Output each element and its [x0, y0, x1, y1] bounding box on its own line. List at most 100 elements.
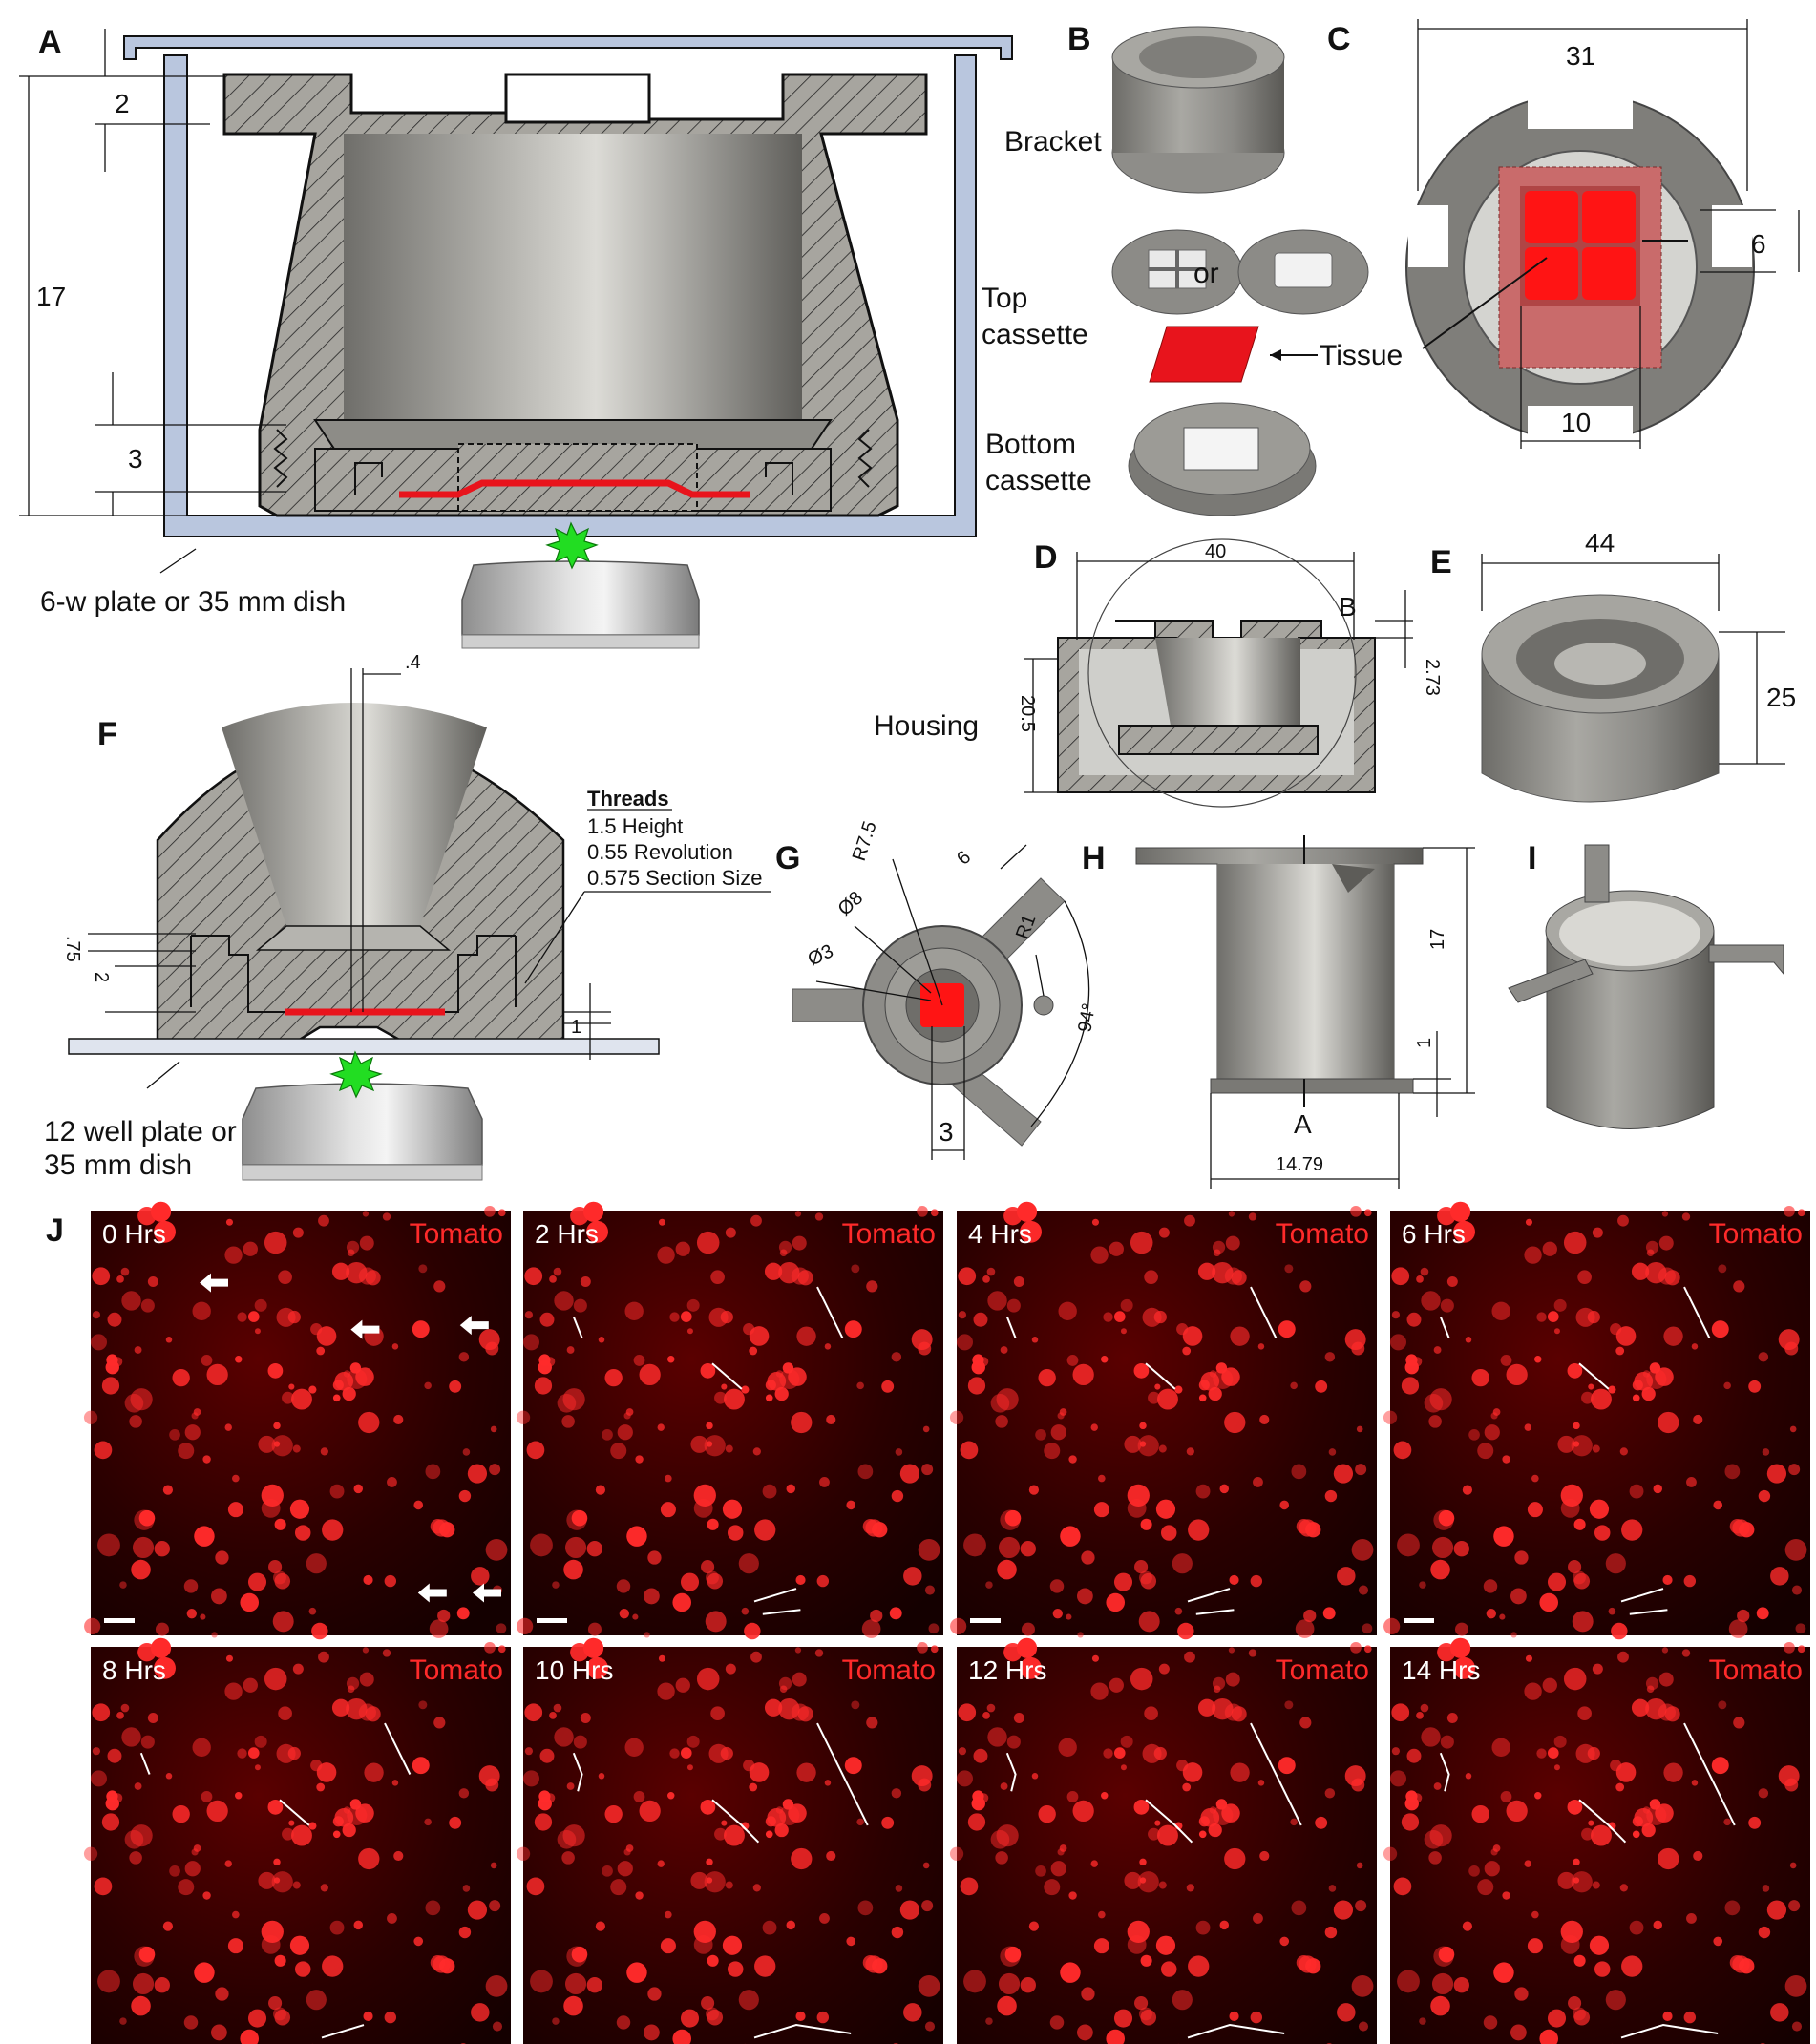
- fluorescent-cell: [794, 1647, 802, 1654]
- fluorescent-cell: [1177, 1622, 1194, 1640]
- fluorescent-cell: [956, 1334, 974, 1351]
- fluorescent-cell: [1259, 1850, 1270, 1862]
- fluorescent-cell: [985, 2017, 993, 2025]
- fluorescent-cell: [1044, 1879, 1061, 1896]
- fluorescent-cell: [1728, 1619, 1748, 1638]
- fluorescent-cell: [1224, 1411, 1246, 1434]
- holder-bore: [344, 134, 802, 420]
- fluorescent-cell: [235, 1356, 243, 1363]
- fluorescent-cell: [1591, 1388, 1612, 1410]
- fluorescent-cell: [1424, 1829, 1444, 1849]
- fluorescent-cell: [254, 1328, 261, 1335]
- fluorescent-cell: [467, 1464, 488, 1484]
- fluorescent-cell: [264, 1667, 287, 1691]
- fluorescent-cell: [194, 1962, 215, 1983]
- fluorescent-cell: [458, 1352, 470, 1362]
- panel-i-label: I: [1528, 840, 1536, 876]
- label-bracket: Bracket: [1004, 126, 1102, 158]
- fluorescent-cell: [1052, 1609, 1063, 1619]
- fluorescent-cell: [752, 1884, 761, 1892]
- fluorescent-cell: [1160, 1525, 1177, 1541]
- fluorescent-cell: [738, 1990, 759, 2011]
- dim-e-44: 44: [1585, 528, 1615, 558]
- fluorescent-cell: [496, 1623, 507, 1634]
- fluorescent-cell: [1391, 1703, 1410, 1722]
- fluorescent-cell: [1486, 1609, 1496, 1619]
- fluorescent-cell: [1789, 1862, 1797, 1869]
- fluorescent-cell: [950, 1617, 967, 1635]
- fluorescent-cell: [1279, 1936, 1290, 1947]
- fluorescent-cell: [1278, 1757, 1296, 1775]
- fluorescent-cell: [124, 1393, 144, 1413]
- fluorescent-cell: [206, 1800, 228, 1823]
- fluorescent-cell: [1573, 1954, 1586, 1967]
- fluorescent-cell: [132, 1972, 155, 1995]
- fluorescent-cell: [1433, 1346, 1442, 1354]
- fluorescent-cell: [433, 1519, 451, 1537]
- fluorescent-cell: [1572, 1611, 1594, 1633]
- fluorescent-cell: [458, 1926, 472, 1939]
- fluorescent-cell: [1762, 1885, 1770, 1892]
- fluorescent-cell: [1137, 1435, 1159, 1457]
- fluorescent-cell: [1355, 1900, 1367, 1912]
- fluorescent-cell: [1155, 1499, 1176, 1519]
- fluorescent-cell: [972, 1354, 984, 1366]
- fluorescent-cell: [292, 1881, 301, 1889]
- fluorescent-cell: [1186, 1884, 1194, 1892]
- fluorescent-cell: [1250, 2011, 1263, 2024]
- fluorescent-cell: [707, 1518, 719, 1530]
- fluorescent-cell: [1484, 1424, 1500, 1441]
- fluorescent-cell: [1462, 1921, 1473, 1931]
- fluorescent-cell: [1577, 1706, 1592, 1721]
- fluorescent-cell: [522, 1334, 540, 1351]
- fluorescent-cell: [595, 1485, 606, 1495]
- fluorescent-cell: [194, 1526, 215, 1547]
- fluorescent-cell: [331, 1262, 350, 1280]
- fluorescent-cell: [1594, 1961, 1611, 1977]
- fluorescent-cell: [633, 1355, 645, 1366]
- fluorescent-cell: [1632, 1394, 1640, 1402]
- fluorescent-cell: [353, 1920, 364, 1930]
- fluorescent-cell: [617, 1424, 633, 1441]
- fluorescent-cell: [1098, 1910, 1106, 1919]
- dim-g-6: 6: [953, 847, 975, 869]
- fluorescent-cell: [861, 1619, 881, 1638]
- caption-a: 6-w plate or 35 mm dish: [40, 586, 346, 618]
- fluorescent-cell: [413, 1500, 424, 1510]
- fluorescent-cell: [1257, 1780, 1265, 1786]
- fluorescent-cell: [1299, 1955, 1317, 1973]
- fluorescent-cell: [930, 1645, 939, 1654]
- fluorescent-cell: [1066, 1613, 1072, 1620]
- fluorescent-cell: [120, 1703, 130, 1713]
- dim-a-3: 3: [128, 444, 143, 474]
- fluorescent-cell: [1588, 1820, 1594, 1826]
- fluorescent-cell: [1588, 1383, 1594, 1390]
- fluorescent-cell: [1138, 1570, 1152, 1585]
- fluorescent-cell: [138, 1509, 156, 1527]
- fluorescent-cell: [1093, 1502, 1109, 1518]
- fluorescent-cell: [1608, 1607, 1616, 1615]
- fluorescent-cell: [749, 1762, 770, 1782]
- fluorescent-cell: [586, 1656, 608, 1679]
- dim-c-6: 6: [1751, 229, 1766, 259]
- fluorescent-cell: [183, 2015, 199, 2030]
- fluorescent-cell: [573, 1735, 587, 1749]
- fluorescent-cell: [387, 1477, 397, 1487]
- fluorescent-cell: [332, 1394, 341, 1402]
- fluorescent-cell: [794, 1211, 802, 1217]
- fluorescent-cell: [346, 1261, 368, 1284]
- fluorescent-cell: [132, 1536, 155, 1559]
- fluorescent-cell: [492, 2021, 503, 2032]
- fluorescent-cell: [1358, 2021, 1369, 2032]
- fluorescent-cell: [1766, 1464, 1787, 1484]
- fluorescent-cell: [749, 1326, 770, 1346]
- fluorescent-cell: [1106, 2029, 1126, 2044]
- fluorescent-cell: [387, 1913, 397, 1924]
- fluorescent-cell: [786, 1484, 796, 1494]
- fluorescent-cell: [101, 1813, 120, 1831]
- fluorescent-cell: [795, 1574, 806, 1586]
- fluorescent-cell: [320, 1447, 328, 1456]
- fluorescent-cell: [1028, 1485, 1040, 1495]
